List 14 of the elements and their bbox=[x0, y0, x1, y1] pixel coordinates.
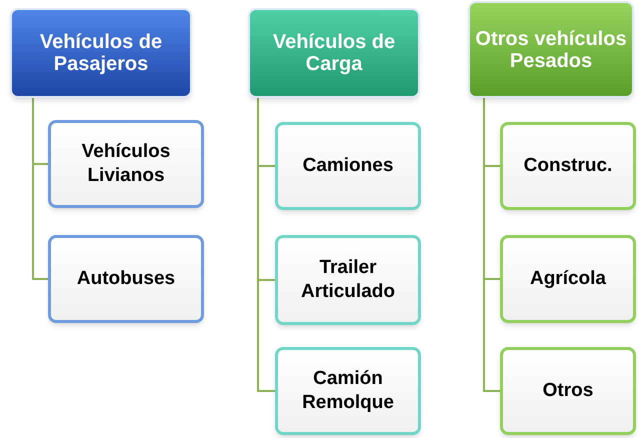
category-header-box: Otros vehículos Pesados bbox=[468, 1, 634, 98]
category-header-box: Vehículos de Carga bbox=[248, 8, 420, 98]
category-item-box: Vehículos Livianos bbox=[48, 120, 204, 208]
category-item-box: Camiones bbox=[275, 122, 421, 210]
category-item-box: Camión Remolque bbox=[275, 347, 421, 435]
category-item-box: Otros bbox=[500, 347, 636, 435]
connector-line bbox=[483, 98, 500, 392]
category-item-box: Construc. bbox=[500, 122, 636, 210]
connector-line bbox=[257, 98, 275, 392]
category-header-box: Vehículos de Pasajeros bbox=[10, 8, 192, 98]
category-item-box: Trailer Articulado bbox=[275, 235, 421, 325]
category-item-box: Agrícola bbox=[500, 235, 636, 323]
category-item-box: Autobuses bbox=[48, 235, 204, 323]
connector-line bbox=[32, 98, 48, 280]
